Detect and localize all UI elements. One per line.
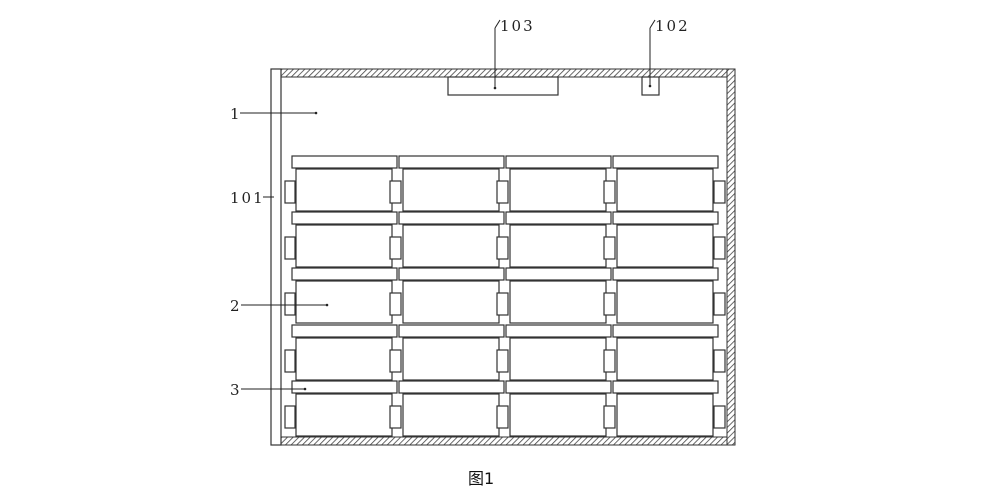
enclosure [270,68,736,446]
cell-top-plate [612,267,719,281]
battery-cell [402,168,500,212]
label-103: 103 [500,17,535,35]
cell-top-plate [291,211,398,225]
battery-cell [509,337,607,381]
cell-top-plate [291,380,398,394]
cell-terminal [284,349,296,373]
cell-top-plate [291,267,398,281]
battery-cell [616,337,714,381]
cell-terminal [389,405,402,429]
leader-lines [240,19,656,391]
battery-cell [295,393,393,437]
cell-terminal [713,180,726,204]
cell-top-plate [612,380,719,394]
cell-top-plate [505,155,612,169]
cell-terminal [713,236,726,260]
bottom-wall [270,436,736,446]
cell-grid [284,155,726,437]
cell-terminal [496,405,509,429]
cell-top-plate [291,324,398,338]
cell-top-plate [398,380,505,394]
cell-terminal [496,349,509,373]
cell-top-plate [398,267,505,281]
battery-cell [402,393,500,437]
cell-terminal [389,180,402,204]
cell-terminal [603,236,616,260]
cell-top-plate [291,155,398,169]
battery-cell [295,168,393,212]
label-2: 2 [230,297,242,315]
component-103 [447,76,559,96]
cell-terminal [389,292,402,316]
cell-terminal [284,236,296,260]
cell-terminal [603,180,616,204]
battery-cell [616,168,714,212]
label-102: 102 [655,17,690,35]
label-1: 1 [230,105,242,123]
battery-cell [402,280,500,324]
cell-top-plate [612,155,719,169]
battery-cell [295,224,393,268]
battery-cell [402,337,500,381]
battery-cell [295,280,393,324]
figure-caption: 图1 [468,469,494,488]
cell-terminal [284,180,296,204]
cell-terminal [496,292,509,316]
cell-top-plate [398,211,505,225]
cell-top-plate [505,380,612,394]
left-wall-101 [270,68,282,446]
cell-terminal [389,236,402,260]
battery-cell [616,280,714,324]
cell-top-plate [505,324,612,338]
cell-terminal [496,180,509,204]
cell-terminal [603,292,616,316]
battery-cell [509,280,607,324]
top-wall [270,68,736,78]
cell-terminal [603,349,616,373]
label-101: 101 [230,189,265,207]
cell-terminal [284,405,296,429]
cell-terminal [713,405,726,429]
cell-top-plate [612,211,719,225]
battery-cell [509,393,607,437]
cell-terminal [713,292,726,316]
cell-terminal [496,236,509,260]
cell-top-plate [505,267,612,281]
battery-cell [295,337,393,381]
battery-cell [402,224,500,268]
cell-top-plate [612,324,719,338]
cell-terminal [713,349,726,373]
label-3: 3 [230,381,242,399]
cell-terminal [389,349,402,373]
cell-terminal [603,405,616,429]
cell-top-plate [398,155,505,169]
cell-top-plate [398,324,505,338]
cell-terminal [284,292,296,316]
right-wall [726,68,736,446]
battery-cell [616,224,714,268]
cell-top-plate [505,211,612,225]
battery-cell [509,168,607,212]
battery-cell [509,224,607,268]
battery-cell [616,393,714,437]
